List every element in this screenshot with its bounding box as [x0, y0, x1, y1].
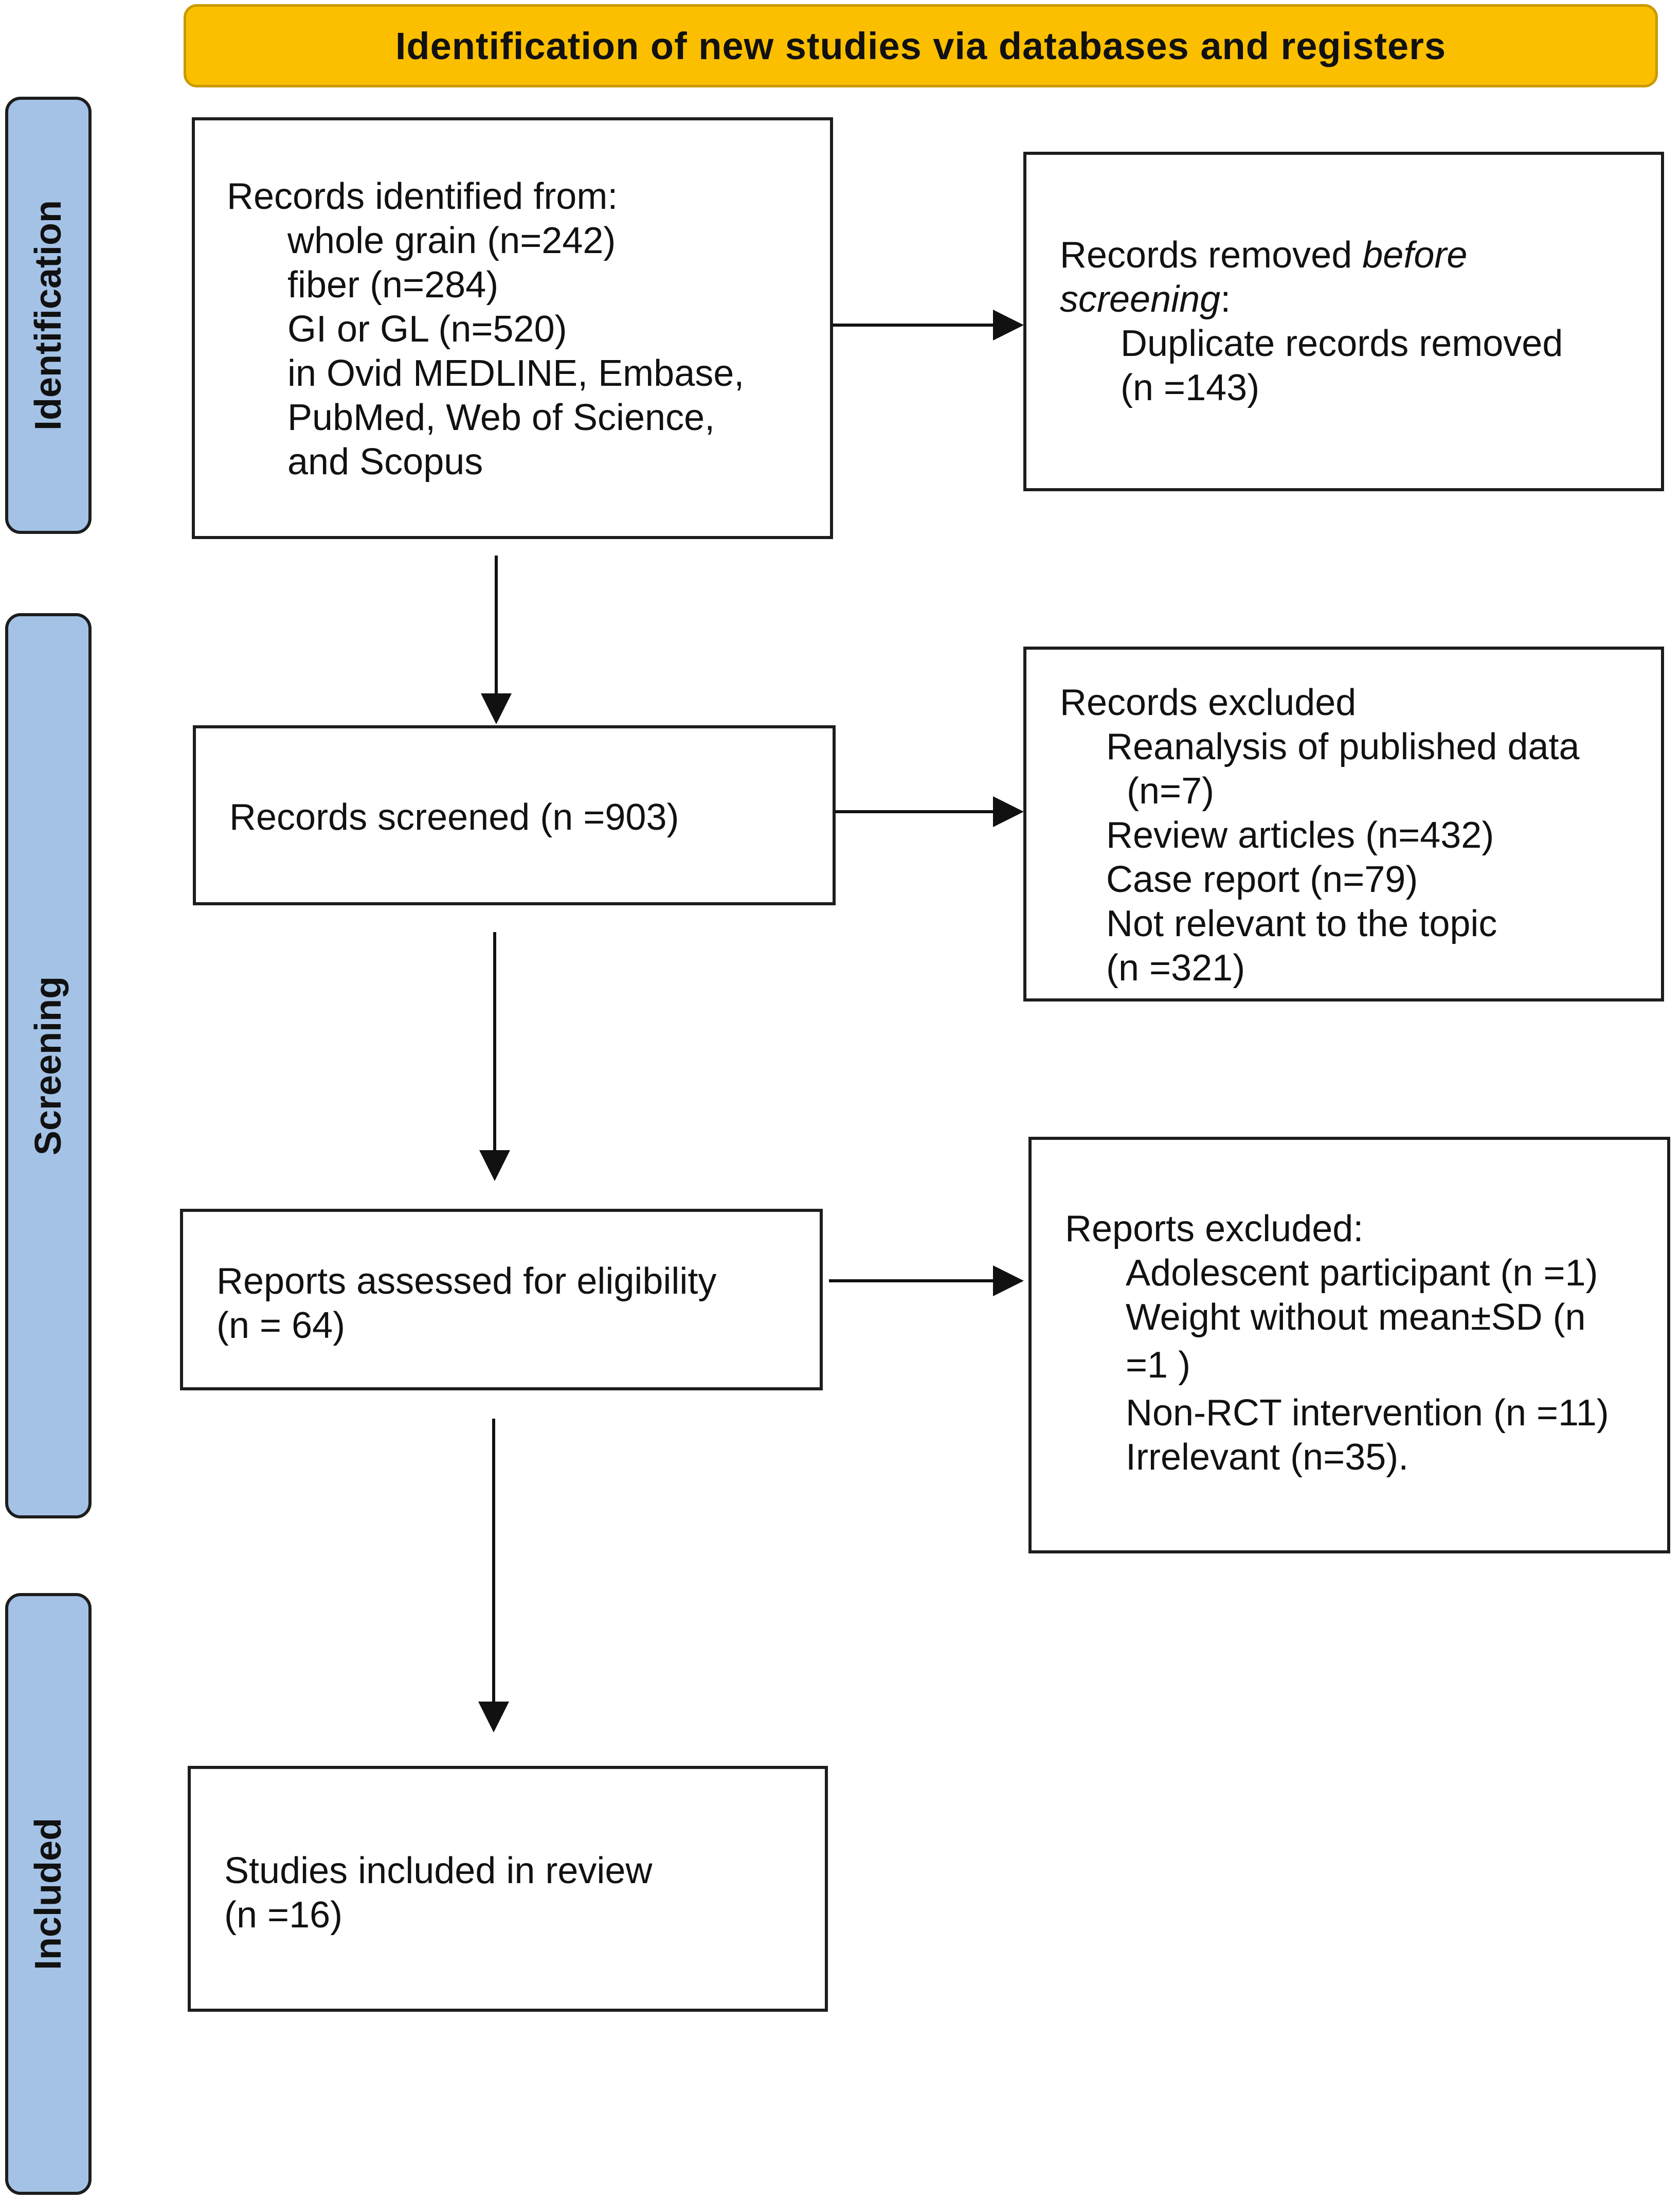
reports-excluded-box: Reports excluded: Adolescent participant… — [1028, 1137, 1670, 1553]
reports-excluded-line: Non-RCT intervention (n =11) — [1126, 1392, 1609, 1434]
records-removed-heading-2: screening: — [1060, 277, 1661, 321]
records-identified-line: in Ovid MEDLINE, Embase, — [287, 353, 745, 394]
records-excluded-box: Records excluded Reanalysis of published… — [1023, 647, 1664, 1001]
studies-included-box: Studies included in review (n =16) — [188, 1766, 828, 2012]
records-identified-heading: Records identified from: — [227, 176, 618, 217]
reports-excluded-line: Weight without mean±SD (n — [1126, 1297, 1586, 1338]
records-excluded-line: (n=7) — [1127, 771, 1215, 812]
records-removed-heading-text: Records removed — [1060, 235, 1363, 276]
records-removed-line: Duplicate records removed — [1121, 323, 1563, 364]
phase-included: Included — [5, 1593, 92, 2195]
records-excluded-line: Case report (n=79) — [1106, 859, 1418, 900]
records-excluded-heading: Records excluded — [1060, 682, 1357, 723]
reports-assessed-box: Reports assessed for eligibility (n = 64… — [180, 1209, 823, 1390]
section-title: Identification of new studies via databa… — [395, 24, 1447, 67]
records-screened-box: Records screened (n =903) — [193, 725, 836, 905]
records-removed-heading: Records removed before — [1060, 233, 1661, 277]
records-removed-line: (n =143) — [1121, 367, 1260, 408]
reports-excluded-line: Adolescent participant (n =1) — [1126, 1253, 1598, 1294]
records-identified-box: Records identified from: whole grain (n=… — [192, 117, 833, 539]
reports-excluded-line: Irrelevant (n=35). — [1126, 1437, 1409, 1478]
reports-excluded-line: =1 ) — [1126, 1345, 1191, 1386]
records-identified-line: and Scopus — [287, 441, 483, 482]
records-excluded-line: Not relevant to the topic — [1106, 903, 1497, 944]
reports-excluded-heading: Reports excluded: — [1065, 1208, 1364, 1249]
studies-included-line: (n =16) — [224, 1894, 343, 1936]
records-identified-line: GI or GL (n=520) — [287, 309, 567, 350]
records-excluded-line: (n =321) — [1106, 947, 1245, 989]
phase-screening: Screening — [5, 613, 92, 1518]
records-removed-heading-emphasis: before — [1362, 235, 1468, 276]
records-identified-line: fiber (n=284) — [287, 264, 499, 306]
records-removed-box: Records removed before screening: Duplic… — [1023, 152, 1664, 491]
records-removed-heading-emphasis-2: screening — [1060, 279, 1221, 320]
records-removed-heading-colon: : — [1220, 279, 1231, 320]
section-title-banner: Identification of new studies via databa… — [184, 4, 1658, 87]
reports-assessed-line: (n = 64) — [216, 1305, 346, 1346]
records-excluded-line: Reanalysis of published data — [1106, 726, 1580, 767]
phase-identification: Identification — [5, 97, 92, 534]
records-identified-line: whole grain (n=242) — [287, 220, 616, 261]
reports-assessed-line: Reports assessed for eligibility — [216, 1261, 717, 1302]
records-screened-text: Records screened (n =903) — [229, 797, 679, 838]
records-excluded-line: Review articles (n=432) — [1106, 815, 1494, 856]
studies-included-line: Studies included in review — [224, 1850, 653, 1891]
records-identified-line: PubMed, Web of Science, — [287, 397, 715, 438]
